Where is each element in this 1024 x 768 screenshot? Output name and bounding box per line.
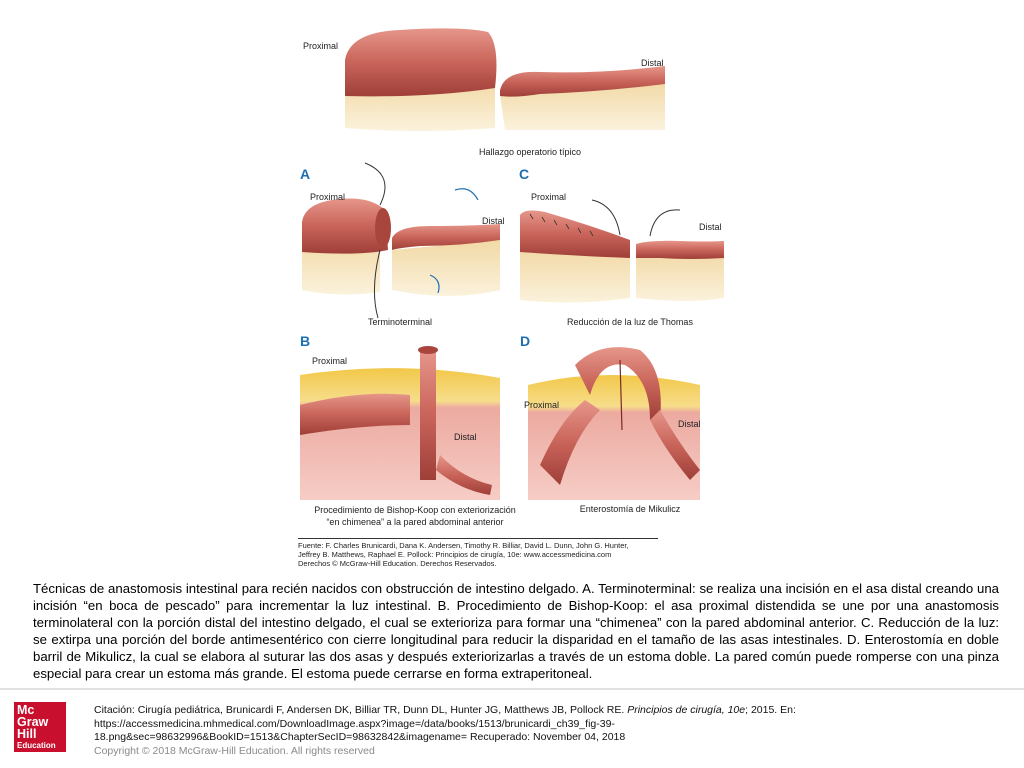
top-panel-drawing	[345, 28, 665, 131]
mcgraw-hill-logo: Mc Graw Hill Education	[14, 702, 66, 752]
citation-suffix: ; 2015. En:	[745, 704, 796, 716]
citation-url-line-2: 18.png&sec=98632996&BookID=1513&ChapterS…	[94, 731, 626, 743]
source-rule	[298, 538, 658, 539]
copyright-notice: Copyright © 2018 McGraw-Hill Education. …	[94, 744, 375, 757]
logo-line-2: Graw	[17, 715, 49, 729]
logo-line-1: Mc	[17, 703, 35, 717]
citation-block: Citación: Cirugía pediátrica, Brunicardi…	[94, 704, 994, 758]
citation-url-line-1: https://accessmedicina.mhmedical.com/Dow…	[94, 717, 615, 730]
logo-line-4: Education	[17, 741, 56, 750]
panel-c-proximal-label: Proximal	[531, 192, 567, 202]
top-proximal-label: Proximal	[303, 41, 339, 51]
panel-b-distal-label: Distal	[454, 432, 477, 442]
panel-c-letter: C	[519, 166, 530, 182]
panel-a-drawing	[302, 162, 500, 319]
figure-area: Proximal Distal Hallazgo operatorio típi…	[292, 28, 724, 568]
panel-b-caption: Procedimiento de Bishop-Koop con exterio…	[292, 504, 538, 528]
panel-c-caption: Reducción de la luz de Thomas	[567, 317, 693, 327]
panel-d-proximal-label: Proximal	[524, 400, 560, 410]
panel-a-proximal-label: Proximal	[310, 192, 346, 202]
panel-a-letter: A	[300, 166, 311, 182]
panel-b-letter: B	[300, 333, 311, 349]
citation-line-1: Citación: Cirugía pediátrica, Brunicardi…	[94, 704, 994, 718]
top-distal-label: Distal	[641, 58, 664, 68]
logo-line-3: Hill	[17, 727, 37, 741]
panel-d-caption: Enterostomía de Mikulicz	[579, 504, 681, 514]
footer-divider	[0, 688, 1024, 690]
panel-a-distal-label: Distal	[482, 216, 505, 226]
panel-c-drawing	[520, 199, 724, 303]
panel-b-caption-line1: Procedimiento de Bishop-Koop con exterio…	[314, 505, 516, 515]
figure-caption: Técnicas de anastomosis intestinal para …	[33, 581, 999, 681]
panel-d-distal-label: Distal	[678, 419, 701, 429]
panel-a-caption: Terminoterminal	[367, 317, 433, 327]
source-line-1: Fuente: F. Charles Brunicardi, Dana K. A…	[298, 541, 629, 550]
citation-book-title: Principios de cirugía, 10e	[627, 704, 746, 716]
panel-b-proximal-label: Proximal	[312, 356, 348, 366]
panel-d-letter: D	[520, 333, 531, 349]
surgical-illustration	[300, 28, 724, 500]
panel-d-drawing	[528, 347, 700, 500]
panel-c-distal-label: Distal	[699, 222, 722, 232]
top-caption: Hallazgo operatorio típico	[478, 147, 582, 157]
citation-prefix: Citación: Cirugía pediátrica, Brunicardi…	[94, 704, 628, 716]
source-line-2: Jeffrey B. Matthews, Raphael E. Pollock:…	[298, 550, 612, 559]
panel-b-caption-line2: “en chimenea” a la pared abdominal anter…	[326, 517, 504, 527]
source-line-3: Derechos © McGraw-Hill Education. Derech…	[298, 559, 497, 568]
figure-source: Fuente: F. Charles Brunicardi, Dana K. A…	[298, 538, 658, 568]
panel-b-drawing	[300, 346, 500, 500]
